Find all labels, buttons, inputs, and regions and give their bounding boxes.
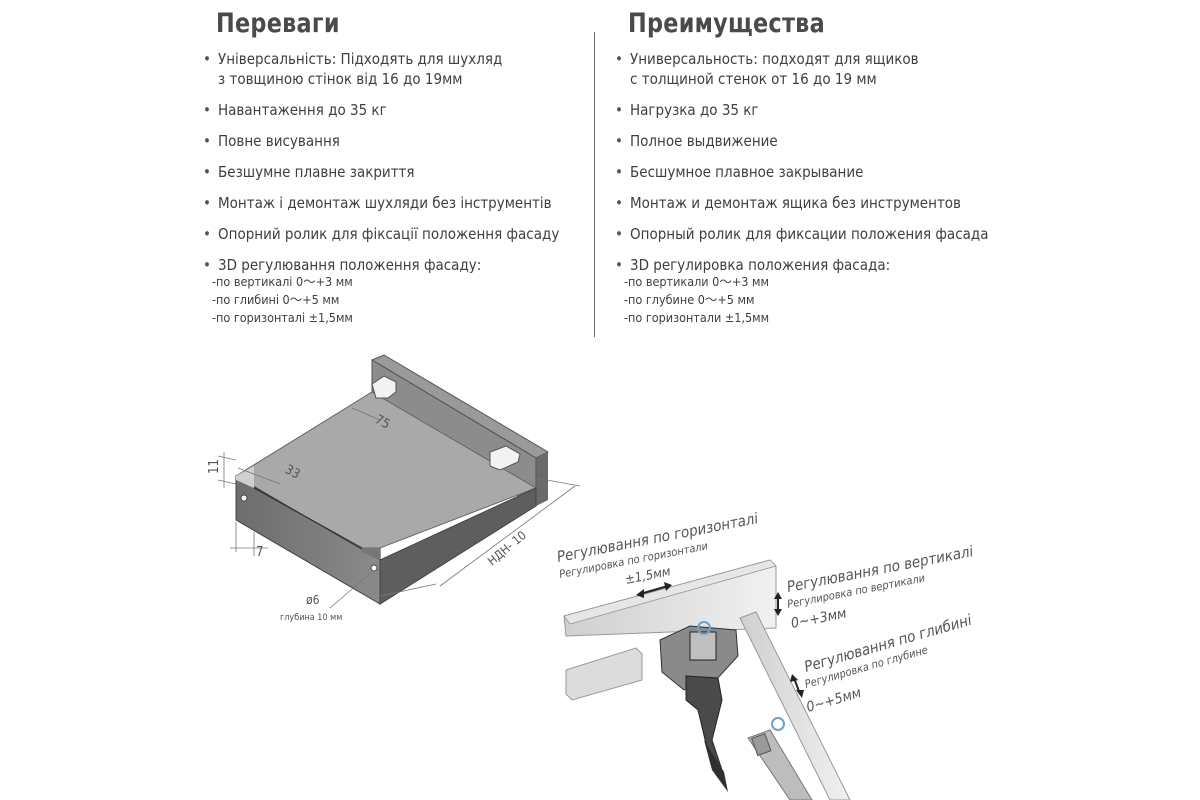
notch-left [371,375,397,399]
feature-item: Безшумне плавне закриття [200,162,590,182]
feature-item: 3D регулювання положення фасаду: [200,255,590,275]
adjust-mechanism [659,621,785,792]
heading-ru: Преимущества [628,8,825,39]
feature-text: Бесшумное плавное закрывание [630,163,864,181]
hole-left [240,494,248,502]
adjust-item: -по горизонталі ±1,5мм [212,310,353,325]
depth-value: 0~+5мм [805,685,864,716]
feature-text: 3D регулировка положения фасада: [630,256,891,274]
feature-item: Повне висування [200,131,590,151]
dim-label-33: 33 [282,462,302,482]
adjust-list-ua: -по вертикалі 0～+3 мм -по глибині 0～+5 м… [200,273,590,327]
features-list-ua: Універсальність: Підходять для шухляд з т… [200,49,590,275]
feature-text: Универсальность: подходят для ящиков [630,50,919,68]
feature-item: Опорный ролик для фиксации положения фас… [612,224,1032,244]
adjust-item: -по вертикалі 0～+3 мм [212,274,353,289]
lower-bar [565,647,643,701]
feature-text: Монтаж и демонтаж ящика без инструментов [630,194,962,212]
feature-text: Повне висування [218,132,340,150]
feature-item: 3D регулировка положения фасада: [612,255,1032,275]
feature-item: Монтаж и демонтаж ящика без инструментов [612,193,1032,213]
feature-item: Універсальність: Підходять для шухляд з т… [200,49,590,89]
feature-item: Монтаж і демонтаж шухляди без інструмент… [200,193,590,213]
feature-item: Опорний ролик для фіксації положення фас… [200,224,590,244]
feature-text: Нагрузка до 35 кг [630,101,759,119]
dim-label-11: 11 [207,459,222,474]
notch-right [489,445,521,471]
drawer-drawing: 11 33 75 7 НДН- 10 ø6 глубина 10 мм [207,354,581,623]
feature-text: Універсальність: Підходять для шухляд [218,50,503,68]
feature-item: Нагрузка до 35 кг [612,100,1032,120]
feature-text: Безшумне плавне закриття [218,163,415,181]
feature-text: з товщиною стінок від 16 до 19мм [218,70,463,88]
features-list-ru: Универсальность: подходят для ящиков с то… [612,49,1032,275]
feature-text: с толщиной стенок от 16 до 19 мм [630,70,877,88]
adjust-item: -по глибині 0～+5 мм [212,292,340,307]
adjust-list-ru: -по вертикали 0～+3 мм -по глубине 0～+5 м… [612,273,1032,327]
hole-right [370,564,378,572]
column-divider [594,32,595,337]
feature-item: Полное выдвижение [612,131,1032,151]
adjust-item: -по вертикали 0～+3 мм [624,274,769,289]
dim-label-hole: ø6 [306,593,320,607]
adjust-item: -по глубине 0～+5 мм [624,292,755,307]
side-rail [739,611,851,800]
adjustment-drawing: Регулювання по горизонталі Регулировка п… [555,509,975,800]
feature-text: Опорний ролик для фіксації положення фас… [218,225,560,243]
adjust-item: -по горизонтали ±1,5мм [624,310,770,325]
drawer-front-right [379,487,537,605]
features-ua: Переваги Універсальність: Підходять для … [200,0,590,327]
feature-item: Навантаження до 35 кг [200,100,590,120]
drawer-front-top-edge [236,466,254,488]
features-ru: Преимущества Универсальность: подходят д… [612,0,1032,327]
feature-text: 3D регулювання положення фасаду: [218,256,482,274]
feature-text: Навантаження до 35 кг [218,101,387,119]
vertical-value: 0~+3мм [790,605,849,632]
feature-item: Бесшумное плавное закрывание [612,162,1032,182]
feature-item: Универсальность: подходят для ящиков с то… [612,49,1032,89]
feature-text: Монтаж і демонтаж шухляди без інструмент… [218,194,552,212]
dim-label-75: 75 [372,412,392,432]
dim-label-7: 7 [256,545,263,560]
feature-text: Полное выдвижение [630,132,778,150]
feature-text: Опорный ролик для фиксации положения фас… [630,225,989,243]
dim-label-depth: глубина 10 мм [280,612,342,623]
heading-ua: Переваги [216,8,340,39]
